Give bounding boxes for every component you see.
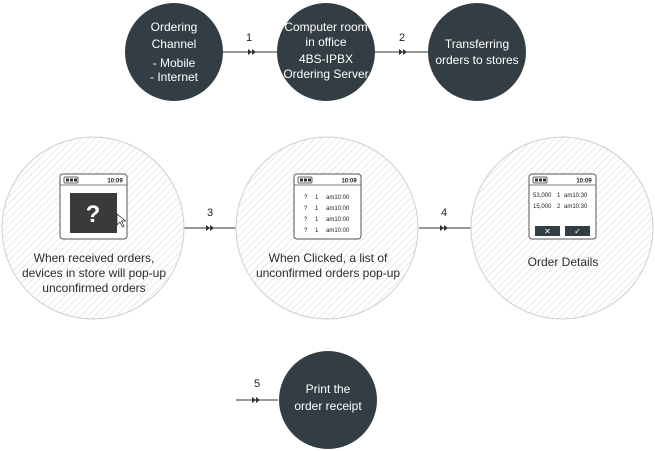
check-icon: ✓ (574, 227, 581, 236)
node-transferring: Transferring orders to stores (428, 3, 526, 101)
connector-5: 5 (236, 378, 278, 403)
node-computer-room: Computer room in office 4BS-IPBX Orderin… (277, 3, 375, 101)
row-mark: ? (304, 228, 308, 234)
list-row[interactable]: ? 1 am10:00 (304, 206, 350, 212)
list-row[interactable]: ? 1 am10:00 (304, 217, 350, 223)
row-qty: 1 (315, 228, 319, 234)
node-label: unconfirmed orders pop-up (256, 266, 400, 280)
step-number: 4 (441, 207, 447, 219)
question-mark: ? (86, 201, 101, 228)
node-label: order receipt (294, 399, 362, 413)
node-order-details: 10:09 53,000 1 am10:30 15,000 2 am10:30 … (470, 136, 654, 320)
connector-1: 1 (222, 32, 280, 55)
connector-4: 4 (419, 207, 472, 231)
cursor-icon (116, 213, 127, 228)
row-mark: ? (304, 206, 308, 212)
question-icon (70, 193, 117, 233)
row-price: 53,000 (533, 193, 552, 199)
battery-icon (532, 176, 548, 184)
node-ordering-channel: Ordering Channel - Mobile - Internet (125, 3, 223, 101)
list-row[interactable]: ? 1 am10:00 (304, 195, 350, 201)
list-row[interactable]: ? 1 am10:00 (304, 228, 350, 234)
node-store-device: 10:09 ? When received orders, devices in… (1, 136, 185, 320)
device-time: 10:09 (107, 179, 123, 185)
row-qty: 2 (557, 204, 561, 210)
device-details: 10:09 53,000 1 am10:30 15,000 2 am10:30 … (528, 173, 597, 240)
close-icon: ✕ (544, 227, 551, 236)
node-order-list: 10:09 ? 1 am10:00 ? 1 am10:00 ? 1 am10:0… (235, 136, 419, 320)
row-time: am10:00 (326, 228, 350, 234)
reject-button[interactable]: ✕ (535, 226, 560, 236)
row-time: am10:30 (564, 204, 588, 210)
battery-icon (63, 176, 79, 184)
node-label: Channel (152, 37, 197, 51)
row-qty: 1 (315, 206, 319, 212)
row-qty: 1 (315, 195, 319, 201)
device-time: 10:09 (576, 179, 592, 185)
node-label: When Clicked, a list of (269, 251, 388, 265)
device-time: 10:09 (341, 179, 357, 185)
node-print-receipt: Print the order receipt (279, 351, 377, 449)
device-popup: 10:09 ? (59, 173, 128, 240)
node-label: Ordering (151, 20, 198, 34)
node-label: Computer room (284, 20, 367, 34)
node-label: Transferring (445, 37, 509, 51)
step-number: 3 (207, 207, 213, 219)
row-time: am10:00 (326, 217, 350, 223)
row-time: am10:30 (564, 193, 588, 199)
row-time: am10:00 (326, 206, 350, 212)
connector-3: 3 (183, 207, 236, 231)
node-label: When received orders, (34, 251, 155, 265)
device-list: 10:09 ? 1 am10:00 ? 1 am10:00 ? 1 am10:0… (293, 173, 362, 240)
row-time: am10:00 (326, 195, 350, 201)
step-number: 2 (399, 32, 405, 44)
node-label: unconfirmed orders (42, 281, 145, 295)
node-label: orders to stores (435, 53, 518, 67)
row-price: 15,000 (533, 204, 552, 210)
node-label: Print the (306, 382, 351, 396)
row-qty: 1 (315, 217, 319, 223)
confirm-button[interactable]: ✓ (565, 226, 590, 236)
node-label: Order Details (528, 255, 599, 269)
connector-2: 2 (373, 32, 430, 55)
node-label: - Mobile (153, 56, 196, 70)
step-number: 1 (246, 32, 252, 44)
row-mark: ? (304, 195, 308, 201)
row-mark: ? (304, 217, 308, 223)
node-label: devices in store will pop-up (22, 266, 166, 280)
step-number: 5 (254, 378, 260, 390)
node-label: Ordering Server (283, 67, 368, 81)
detail-row: 53,000 1 am10:30 (533, 193, 588, 199)
node-label: 4BS-IPBX (299, 52, 353, 66)
node-label: - Internet (150, 70, 199, 84)
row-qty: 1 (557, 193, 561, 199)
battery-icon (297, 176, 313, 184)
detail-row: 15,000 2 am10:30 (533, 204, 588, 210)
node-label: in office (305, 35, 346, 49)
